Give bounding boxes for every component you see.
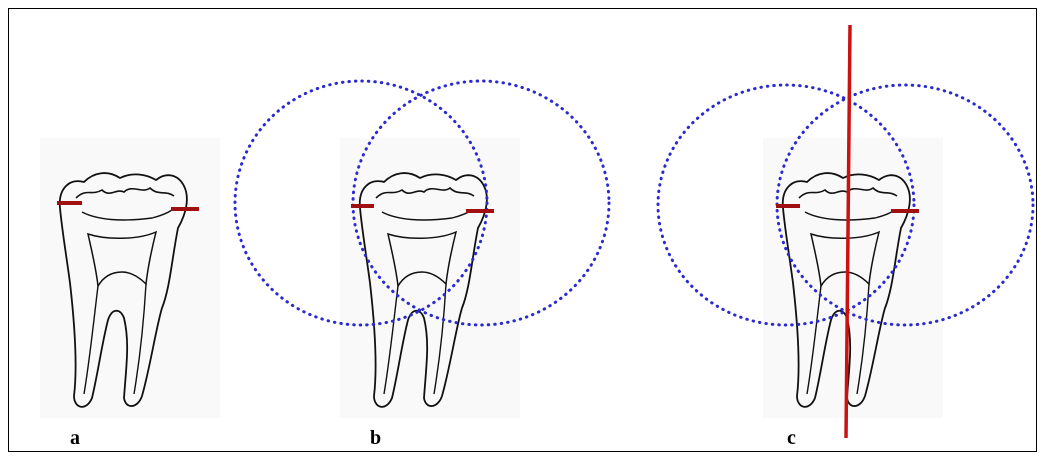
molar-a: [40, 138, 220, 418]
panel-label-c: c: [787, 427, 796, 450]
panel-label-a: a: [70, 427, 80, 450]
molar-b: [340, 138, 520, 418]
molar-c: [763, 138, 943, 418]
panel-label-b: b: [370, 427, 381, 450]
